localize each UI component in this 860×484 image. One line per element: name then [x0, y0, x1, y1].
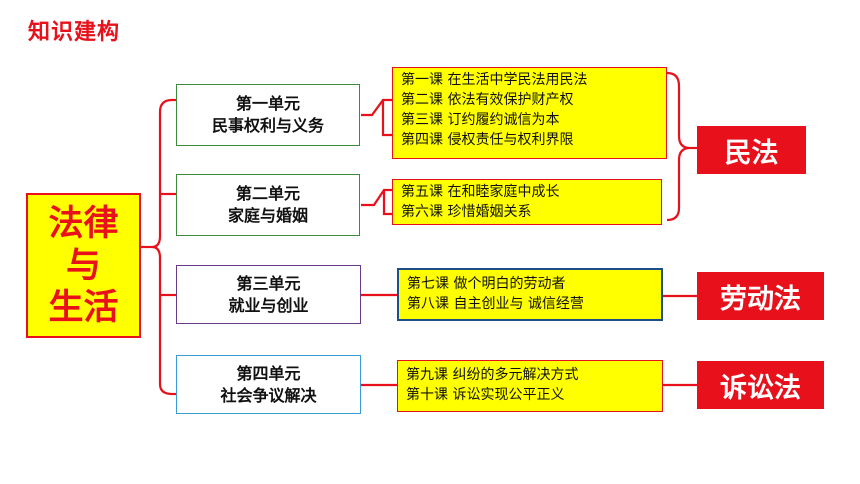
unit-4-box: 第四单元 社会争议解决 — [176, 355, 361, 414]
lesson-5: 第五课 在和睦家庭中成长 — [401, 184, 560, 200]
lesson-6: 第六课 珍惜婚姻关系 — [401, 204, 532, 220]
law-litigation-box: 诉讼法 — [697, 361, 824, 409]
lesson-7: 第七课 做个明白的劳动者 — [407, 276, 566, 292]
unit-1-title: 民事权利与义务 — [211, 116, 324, 135]
center-line-1: 法律 — [48, 203, 119, 244]
unit-1-name: 第一单元 — [235, 94, 300, 113]
unit-4-title: 社会争议解决 — [220, 385, 317, 405]
brace-civil-law — [666, 71, 691, 222]
center-line-2: 与 — [65, 245, 101, 286]
unit-2-box: 第二单元 家庭与婚姻 — [176, 174, 360, 236]
unit-4-name: 第四单元 — [236, 363, 301, 383]
center-line-3: 生活 — [48, 287, 119, 328]
lesson-1: 第一课 在生活中学民法用民法 — [401, 72, 588, 88]
unit-2-name: 第二单元 — [235, 184, 300, 203]
bracket-unit2 — [361, 188, 392, 216]
law-civil-box: 民法 — [697, 126, 806, 174]
unit-3-box: 第三单元 就业与创业 — [176, 265, 361, 324]
lesson-8: 第八课 自主创业与 诚信经营 — [407, 296, 584, 312]
bracket-unit1 — [361, 98, 392, 137]
unit-3-title: 就业与创业 — [228, 295, 309, 315]
lessons-box-4: 第九课 纠纷的多元解决方式 第十课 诉讼实现公平正义 — [397, 360, 663, 412]
lesson-4: 第四课 侵权责任与权利界限 — [401, 132, 574, 148]
brace-units — [151, 98, 173, 396]
unit-2-title: 家庭与婚姻 — [227, 206, 308, 225]
lesson-9: 第九课 纠纷的多元解决方式 — [406, 367, 579, 383]
center-topic-box: 法律 与 生活 — [26, 193, 141, 338]
lesson-2: 第二课 依法有效保护财产权 — [401, 92, 574, 108]
lessons-box-3: 第七课 做个明白的劳动者 第八课 自主创业与 诚信经营 — [397, 268, 663, 321]
law-labor-box: 劳动法 — [697, 272, 824, 320]
lessons-box-2: 第五课 在和睦家庭中成长 第六课 珍惜婚姻关系 — [392, 179, 662, 225]
unit-3-name: 第三单元 — [236, 273, 301, 293]
lessons-box-1: 第一课 在生活中学民法用民法 第二课 依法有效保护财产权 第三课 订约履约诚信为… — [392, 67, 667, 159]
unit-1-box: 第一单元 民事权利与义务 — [176, 84, 360, 146]
lesson-3: 第三课 订约履约诚信为本 — [401, 112, 560, 128]
lesson-10: 第十课 诉讼实现公平正义 — [406, 387, 565, 403]
page-title: 知识建构 — [28, 20, 121, 45]
